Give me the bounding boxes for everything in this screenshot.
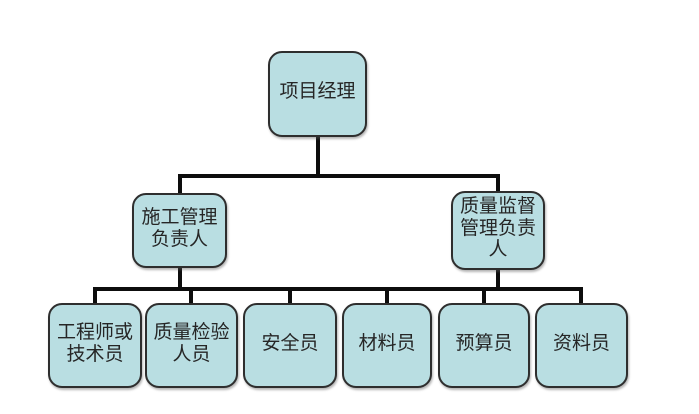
connector-drop-construction: [178, 174, 182, 195]
connector-drop-quality-manager: [496, 174, 500, 193]
org-node-document-officer: 资料员: [535, 303, 628, 388]
connector-drop-engineer: [93, 287, 97, 305]
node-label-quality-supervision-manager: 质量监督管理负责人: [459, 195, 536, 261]
connector-level2-horizontal: [93, 287, 583, 291]
node-label-material-officer: 材料员: [358, 332, 416, 354]
connector-drop-document: [579, 287, 583, 305]
connector-drop-material: [385, 287, 389, 305]
org-node-budget-officer: 预算员: [438, 303, 530, 388]
connector-level1-horizontal: [178, 174, 500, 178]
node-label-construction-manager: 施工管理负责人: [141, 206, 218, 250]
org-node-project-manager: 项目经理: [268, 51, 367, 137]
node-label-budget-officer: 预算员: [455, 332, 513, 354]
connector-construction-stem: [178, 266, 182, 291]
node-label-quality-inspector: 质量检验人员: [153, 321, 230, 365]
node-label-project-manager: 项目经理: [279, 81, 356, 103]
connector-root-stem: [316, 137, 320, 177]
node-label-engineer-technician: 工程师或技术员: [56, 321, 133, 365]
org-node-safety-officer: 安全员: [243, 303, 337, 388]
org-node-engineer-technician: 工程师或技术员: [48, 303, 142, 388]
org-node-quality-inspector: 质量检验人员: [145, 303, 238, 388]
connector-drop-safety: [288, 287, 292, 305]
connector-drop-budget: [482, 287, 486, 305]
connector-quality-stem: [496, 268, 500, 291]
org-node-material-officer: 材料员: [342, 303, 432, 388]
connector-drop-inspector: [189, 287, 193, 305]
org-node-construction-manager: 施工管理负责人: [132, 193, 227, 268]
org-node-quality-supervision-manager: 质量监督管理负责人: [451, 191, 545, 270]
node-label-document-officer: 资料员: [552, 332, 610, 354]
node-label-safety-officer: 安全员: [261, 332, 319, 354]
